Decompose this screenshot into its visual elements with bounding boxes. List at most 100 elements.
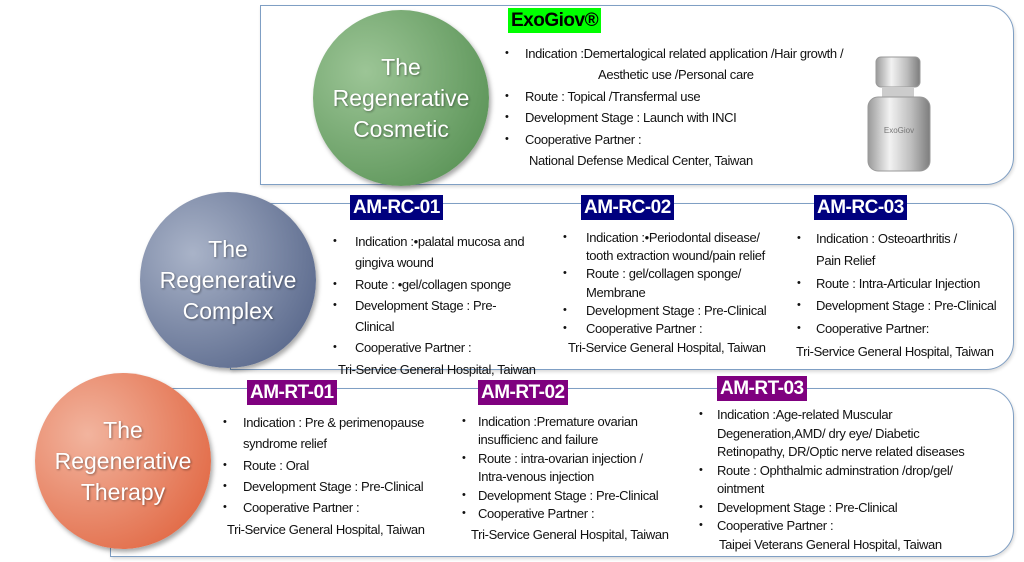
- product-detail-line: Cooperative Partner :: [717, 518, 834, 533]
- product-detail-line: Clinical: [355, 319, 395, 334]
- product-detail-line: Retinopathy, DR/Optic nerve related dise…: [717, 444, 965, 459]
- product-detail-line: Indication :•Periodontal disease/: [586, 230, 760, 245]
- bullet: •: [223, 459, 227, 471]
- product-detail-line: Tri-Service General Hospital, Taiwan: [338, 362, 536, 377]
- category-title-line: The: [381, 53, 421, 80]
- category-title-line: Complex: [182, 297, 274, 324]
- product-detail-line: Pain Relief: [816, 253, 876, 268]
- product-detail-line: Route : •gel/collagen sponge: [355, 277, 511, 292]
- vial-icon: ExoGiov: [862, 55, 936, 178]
- product-detail-line: Route : Ophthalmic adminstration /drop/g…: [717, 463, 953, 478]
- product-detail-line: Cooperative Partner :: [586, 321, 703, 336]
- bullet: •: [563, 231, 567, 243]
- bullet: •: [505, 111, 509, 123]
- product-detail-line: syndrome relief: [243, 436, 327, 451]
- category-title-line: Therapy: [80, 478, 166, 505]
- product-label: ExoGiov®: [508, 8, 602, 33]
- bullet: •: [563, 322, 567, 334]
- category-title-line: The: [103, 416, 143, 443]
- product-detail-line: National Defense Medical Center, Taiwan: [529, 153, 753, 168]
- bullet: •: [462, 489, 466, 501]
- product-detail-line: Development Stage : Launch with INCI: [525, 110, 737, 125]
- svg-text:ExoGiov: ExoGiov: [884, 126, 914, 135]
- bullet: •: [563, 304, 567, 316]
- product-detail-line: ointment: [717, 481, 765, 496]
- product-detail-line: Degeneration,AMD/ dry eye/ Diabetic: [717, 426, 920, 441]
- bullet: •: [505, 47, 509, 59]
- bullet: •: [223, 501, 227, 513]
- product-label: AM-RC-01: [350, 195, 443, 220]
- bullet: •: [797, 322, 801, 334]
- product-detail-line: Indication : Pre & perimenopause: [243, 415, 425, 430]
- product-detail-line: Route : intra-ovarian injection /: [478, 451, 643, 466]
- product-detail-line: Cooperative Partner :: [243, 500, 360, 515]
- product-detail-line: Route : Intra-Articular Injection: [816, 276, 981, 291]
- bullet: •: [699, 408, 703, 420]
- bullet: •: [333, 299, 337, 311]
- product-detail-line: Indication :Premature ovarian: [478, 414, 638, 429]
- product-detail-line: Cooperative Partner:: [816, 321, 929, 336]
- product-detail-line: Development Stage : Pre-Clinical: [243, 479, 424, 494]
- bullet: •: [462, 452, 466, 464]
- product-detail-line: gingiva wound: [355, 255, 434, 270]
- bullet: •: [505, 133, 509, 145]
- product-detail-line: Indication : Osteoarthritis /: [816, 231, 957, 246]
- bullet: •: [223, 416, 227, 428]
- product-detail-line: Indication :Age-related Muscular: [717, 407, 893, 422]
- category-title-line: Regenerative: [332, 84, 470, 111]
- bullet: •: [223, 480, 227, 492]
- category-title-line: Cosmetic: [353, 115, 449, 142]
- category-title-line: The: [208, 235, 248, 262]
- product-detail-line: Membrane: [586, 285, 646, 300]
- product-detail-line: Tri-Service General Hospital, Taiwan: [471, 527, 669, 542]
- bullet: •: [699, 501, 703, 513]
- product-detail-line: Tri-Service General Hospital, Taiwan: [568, 340, 766, 355]
- product-detail-line: Aesthetic use /Personal care: [598, 67, 754, 82]
- bullet: •: [462, 507, 466, 519]
- bullet: •: [563, 267, 567, 279]
- product-detail-line: Route : gel/collagen sponge/: [586, 266, 741, 281]
- bullet: •: [333, 341, 337, 353]
- product-label: AM-RT-02: [478, 380, 568, 405]
- product-detail-line: Indication :•palatal mucosa and: [355, 234, 525, 249]
- product-label: AM-RT-03: [717, 376, 807, 401]
- bullet: •: [797, 232, 801, 244]
- bullet: •: [333, 235, 337, 247]
- category-title-line: Regenerative: [54, 447, 192, 474]
- product-detail-line: Cooperative Partner :: [355, 340, 472, 355]
- product-detail-line: Indication :Demertalogical related appli…: [525, 46, 844, 61]
- product-detail-line: Development Stage : Pre-Clinical: [816, 298, 997, 313]
- product-detail-line: Route : Oral: [243, 458, 309, 473]
- product-label: AM-RC-03: [814, 195, 907, 220]
- bullet: •: [505, 90, 509, 102]
- product-detail-line: Cooperative Partner :: [478, 506, 595, 521]
- bullet: •: [333, 278, 337, 290]
- bullet: •: [797, 299, 801, 311]
- product-detail-line: tooth extraction wound/pain relief: [586, 248, 765, 263]
- product-detail-line: Development Stage : Pre-: [355, 298, 497, 313]
- product-label: AM-RC-02: [581, 195, 674, 220]
- bullet: •: [699, 519, 703, 531]
- product-detail-line: Development Stage : Pre-Clinical: [478, 488, 659, 503]
- product-detail-line: Tri-Service General Hospital, Taiwan: [227, 522, 425, 537]
- bullet: •: [699, 464, 703, 476]
- bullet: •: [462, 415, 466, 427]
- product-detail-line: Development Stage : Pre-Clinical: [717, 500, 898, 515]
- product-detail-line: insufficienc and failure: [478, 432, 598, 447]
- product-detail-line: Tri-Service General Hospital, Taiwan: [796, 344, 994, 359]
- product-detail-line: Route : Topical /Transfermal use: [525, 89, 701, 104]
- product-label: AM-RT-01: [247, 380, 337, 405]
- product-detail-line: Taipei Veterans General Hospital, Taiwan: [719, 537, 942, 552]
- category-title-line: Regenerative: [159, 266, 297, 293]
- product-detail-line: Intra-venous injection: [478, 469, 594, 484]
- bullet: •: [797, 277, 801, 289]
- product-detail-line: Development Stage : Pre-Clinical: [586, 303, 767, 318]
- row-box-complex: [230, 203, 1014, 370]
- product-detail-line: Cooperative Partner :: [525, 132, 642, 147]
